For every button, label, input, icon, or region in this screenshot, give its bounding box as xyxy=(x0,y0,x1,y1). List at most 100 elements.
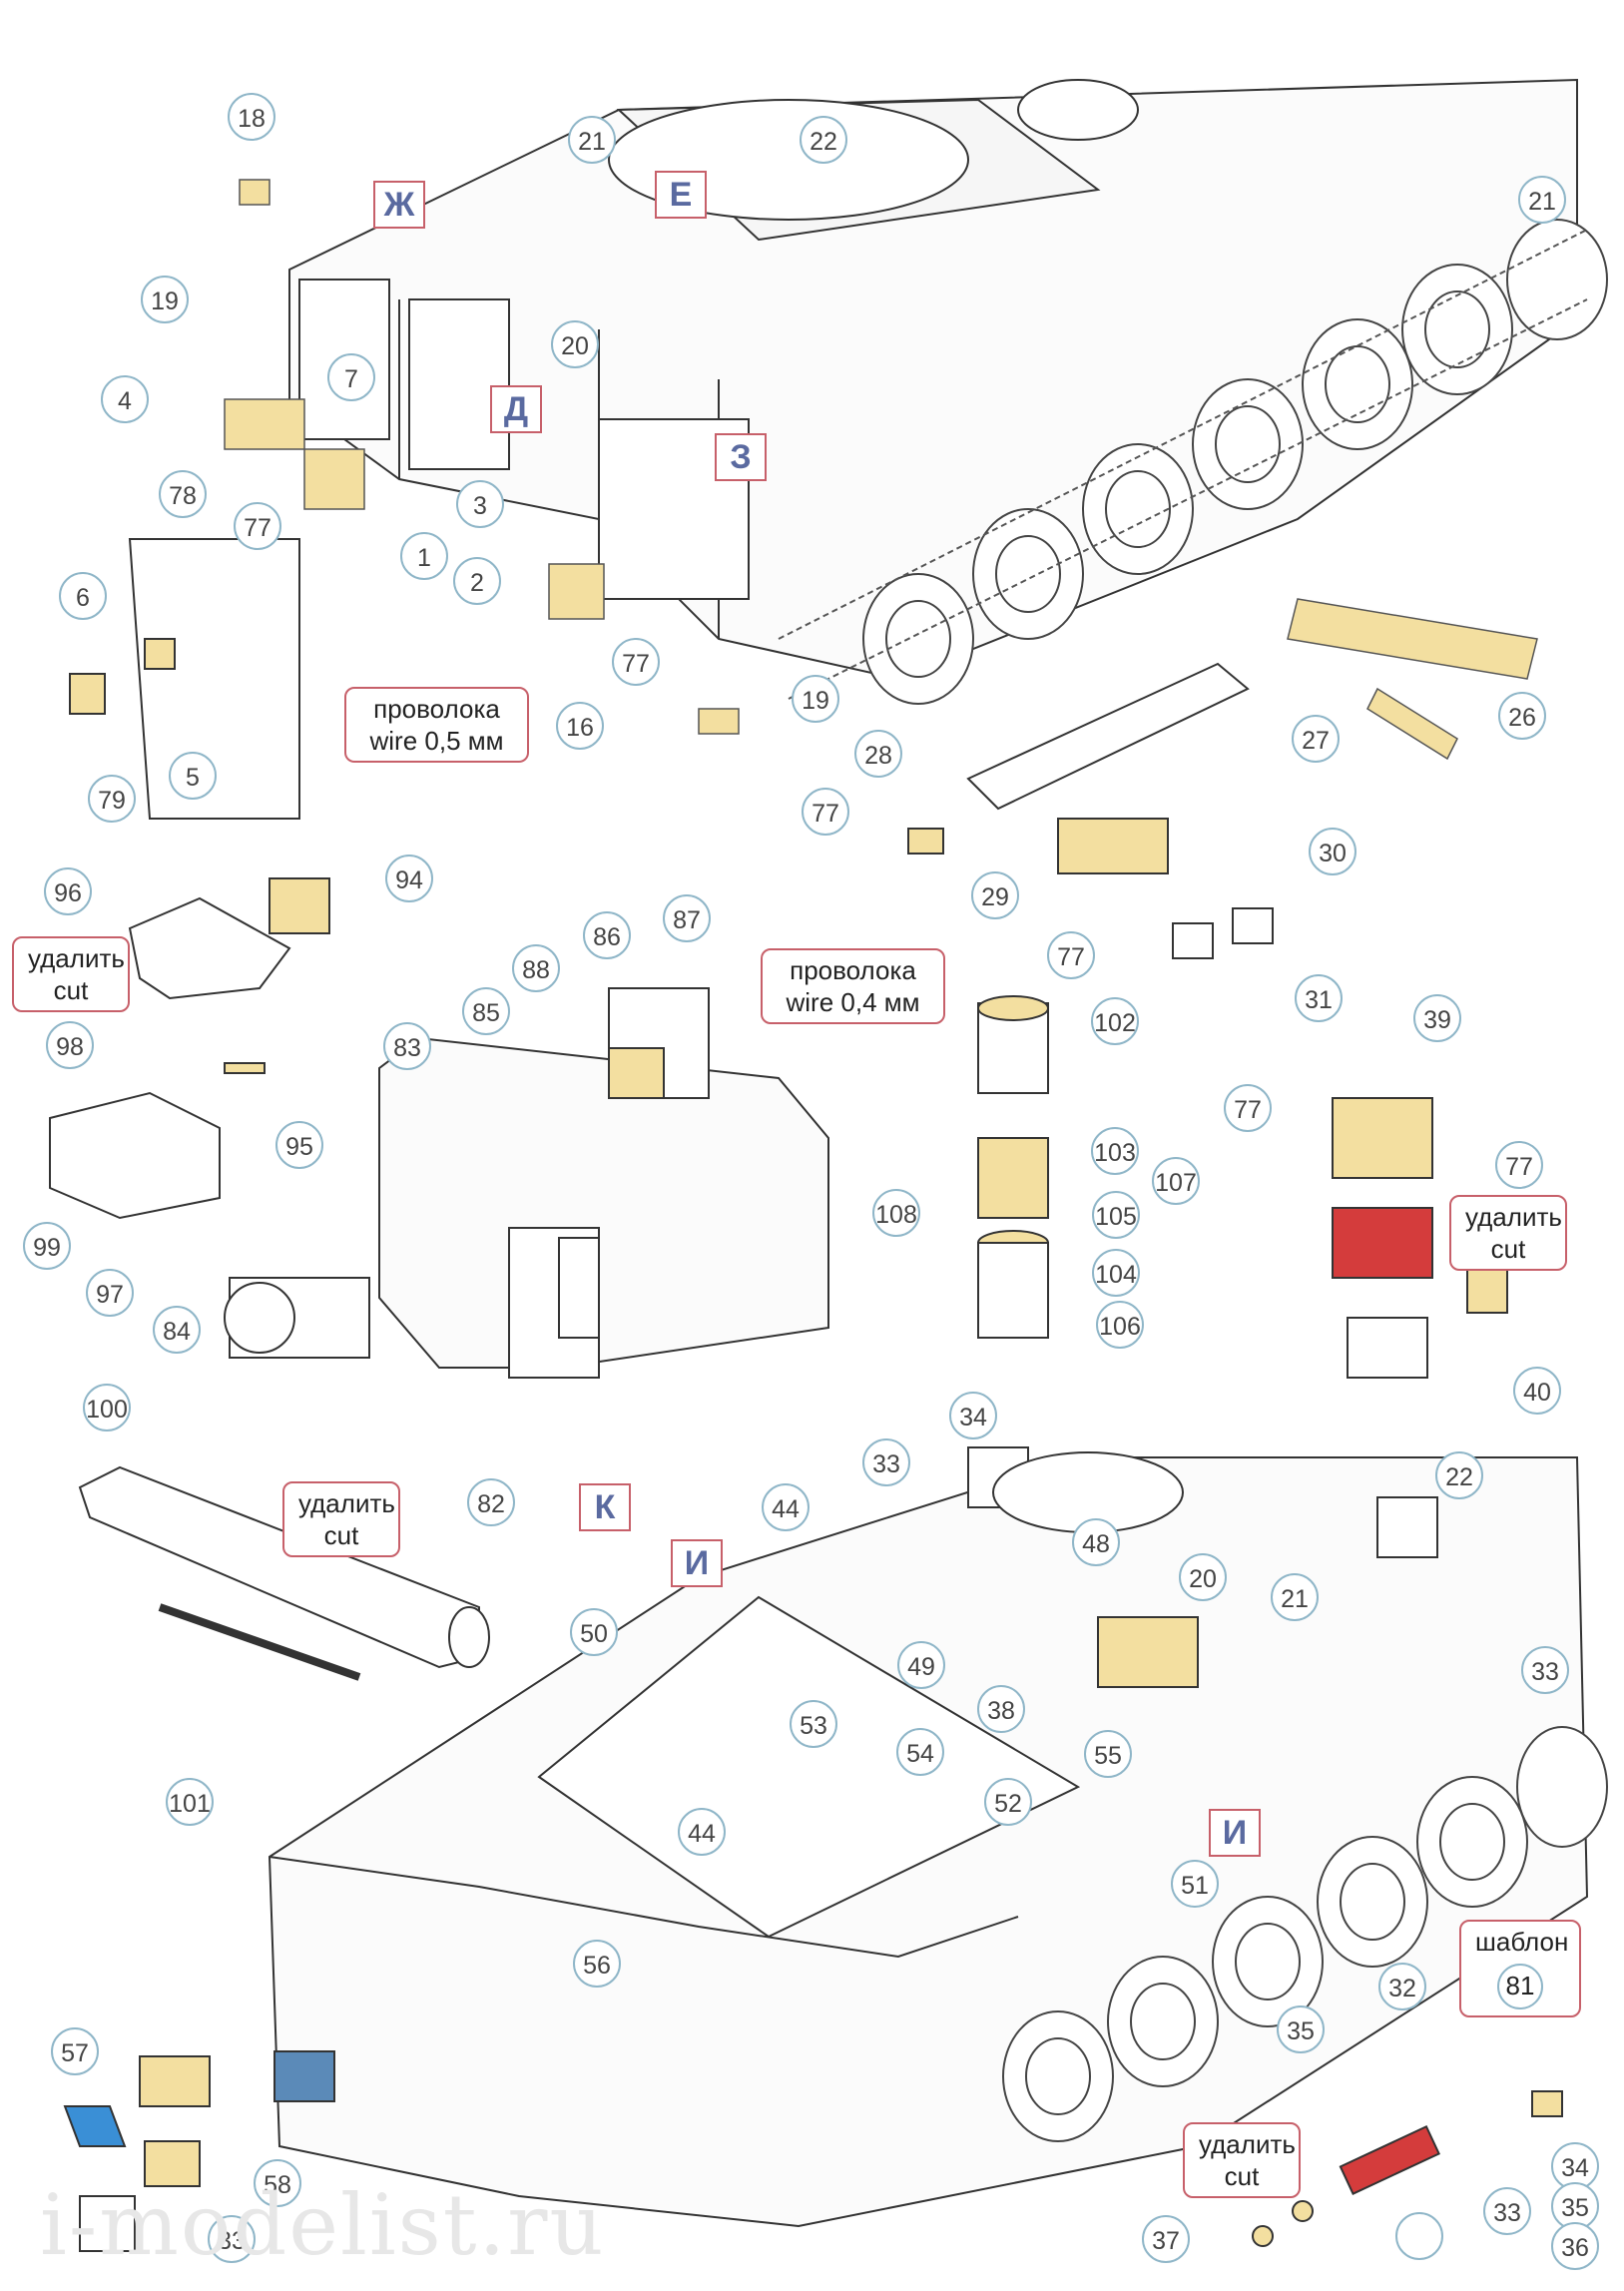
part-callout: 33 xyxy=(862,1438,910,1486)
wire-note: проволока wire 0,5 мм xyxy=(344,687,529,763)
note-line: шаблон xyxy=(1475,1927,1569,1957)
part-callout: 53 xyxy=(790,1700,837,1748)
part-callout: 83 xyxy=(383,1022,431,1070)
part-callout: 99 xyxy=(23,1222,71,1270)
part-callout: 33 xyxy=(1483,2187,1531,2235)
part-callout: 21 xyxy=(1518,176,1566,224)
part-callout: 21 xyxy=(1271,1573,1319,1621)
note-line: удалить xyxy=(1465,1202,1562,1232)
part-callout: 77 xyxy=(1047,931,1095,979)
part-callout: 88 xyxy=(512,944,560,992)
part-callout: 102 xyxy=(1091,997,1139,1045)
cut-note: удалить cut xyxy=(12,936,130,1012)
part-callout: 58 xyxy=(254,2159,301,2207)
part-callout: 51 xyxy=(1171,1860,1219,1908)
part-callout: 4 xyxy=(101,375,149,423)
cut-note: удалить cut xyxy=(1183,2122,1301,2198)
note-line: cut xyxy=(1490,1234,1526,1264)
section-marker-i: И xyxy=(1209,1809,1261,1857)
part-callout: 77 xyxy=(802,788,849,836)
part-callout: 44 xyxy=(678,1808,726,1856)
part-callout: 36 xyxy=(1551,2222,1599,2270)
part-callout: 34 xyxy=(949,1392,997,1439)
front-small-parts xyxy=(63,2050,1563,2252)
part-callout: 87 xyxy=(663,894,711,942)
note-line: проволока xyxy=(790,955,916,985)
part-callout: 48 xyxy=(1072,1518,1120,1566)
part-callout: 49 xyxy=(897,1641,945,1689)
part-callout: 95 xyxy=(275,1121,323,1169)
part-callout: 28 xyxy=(854,730,902,778)
part-callout: 34 xyxy=(1551,2142,1599,2190)
part-callout: 56 xyxy=(573,1940,621,1988)
watermark: i-modelist.ru xyxy=(40,2176,606,2274)
turret-view xyxy=(224,987,829,1379)
part-callout: 35 xyxy=(1277,2005,1325,2053)
part-callout: 21 xyxy=(568,116,616,164)
part-callout: 101 xyxy=(166,1778,214,1826)
part-callout: 2 xyxy=(453,557,501,605)
part-callout: 86 xyxy=(583,911,631,959)
part-callout: 16 xyxy=(556,702,604,750)
cut-note: удалить cut xyxy=(282,1481,400,1557)
part-callout: 97 xyxy=(86,1269,134,1317)
part-callout: 22 xyxy=(800,116,847,164)
part-callout: 1 xyxy=(400,532,448,580)
part-callout: 77 xyxy=(1224,1084,1272,1132)
part-callout: 39 xyxy=(1413,994,1461,1042)
part-callout: 20 xyxy=(1179,1553,1227,1601)
part-callout: 106 xyxy=(1096,1301,1144,1349)
section-marker-k: К xyxy=(579,1483,631,1531)
part-callout: 107 xyxy=(1152,1157,1200,1205)
section-marker-d: Д xyxy=(490,385,542,433)
part-callout xyxy=(1395,2212,1443,2260)
note-line: cut xyxy=(53,975,89,1005)
pe-parts-top xyxy=(224,179,1538,761)
part-callout: 85 xyxy=(462,987,510,1035)
part-callout: 37 xyxy=(1142,2215,1190,2263)
part-callout: 5 xyxy=(169,752,217,800)
part-callout: 55 xyxy=(1084,1730,1132,1778)
section-marker-zh: Ж xyxy=(373,181,425,229)
note-line: удалить xyxy=(298,1488,395,1518)
note-line: 81 xyxy=(1497,1964,1543,2009)
part-callout: 103 xyxy=(1091,1127,1139,1175)
part-callout: 19 xyxy=(141,276,189,323)
part-callout: 98 xyxy=(46,1021,94,1069)
part-callout: 84 xyxy=(153,1306,201,1354)
part-callout: 38 xyxy=(977,1685,1025,1733)
part-callout: 27 xyxy=(1292,715,1340,763)
part-callout: 31 xyxy=(1295,974,1343,1022)
part-callout: 3 xyxy=(456,480,504,528)
section-marker-z: З xyxy=(715,433,767,481)
part-callout: 57 xyxy=(51,2027,99,2075)
part-callout: 26 xyxy=(1498,692,1546,740)
hull-rear-view xyxy=(288,78,1608,705)
part-callout: 78 xyxy=(159,470,207,518)
part-callout: 104 xyxy=(1092,1249,1140,1297)
part-callout: 7 xyxy=(327,353,375,401)
note-line: cut xyxy=(1224,2161,1260,2191)
turret-small-parts xyxy=(49,877,1508,1379)
part-callout: 79 xyxy=(88,775,136,823)
part-callout: 32 xyxy=(1378,1963,1426,2010)
template-note: шаблон 81 xyxy=(1459,1920,1581,2017)
section-marker-i: И xyxy=(671,1539,723,1587)
part-callout: 50 xyxy=(570,1608,618,1656)
part-callout: 82 xyxy=(467,1478,515,1526)
part-callout: 33 xyxy=(208,2215,256,2263)
part-callout: 20 xyxy=(551,320,599,368)
part-callout: 54 xyxy=(896,1728,944,1776)
part-callout: 108 xyxy=(872,1189,920,1237)
part-callout: 96 xyxy=(44,867,92,915)
part-callout: 6 xyxy=(59,572,107,620)
wire-note: проволока wire 0,4 мм xyxy=(761,948,945,1024)
part-callout: 18 xyxy=(228,93,275,141)
part-callout: 22 xyxy=(1435,1451,1483,1499)
cut-note: удалить cut xyxy=(1449,1195,1567,1271)
part-callout: 77 xyxy=(234,502,281,550)
part-callout: 30 xyxy=(1309,828,1356,875)
note-line: проволока xyxy=(373,694,500,724)
gun-barrel xyxy=(78,1465,490,1681)
note-line: wire 0,5 мм xyxy=(369,726,504,756)
